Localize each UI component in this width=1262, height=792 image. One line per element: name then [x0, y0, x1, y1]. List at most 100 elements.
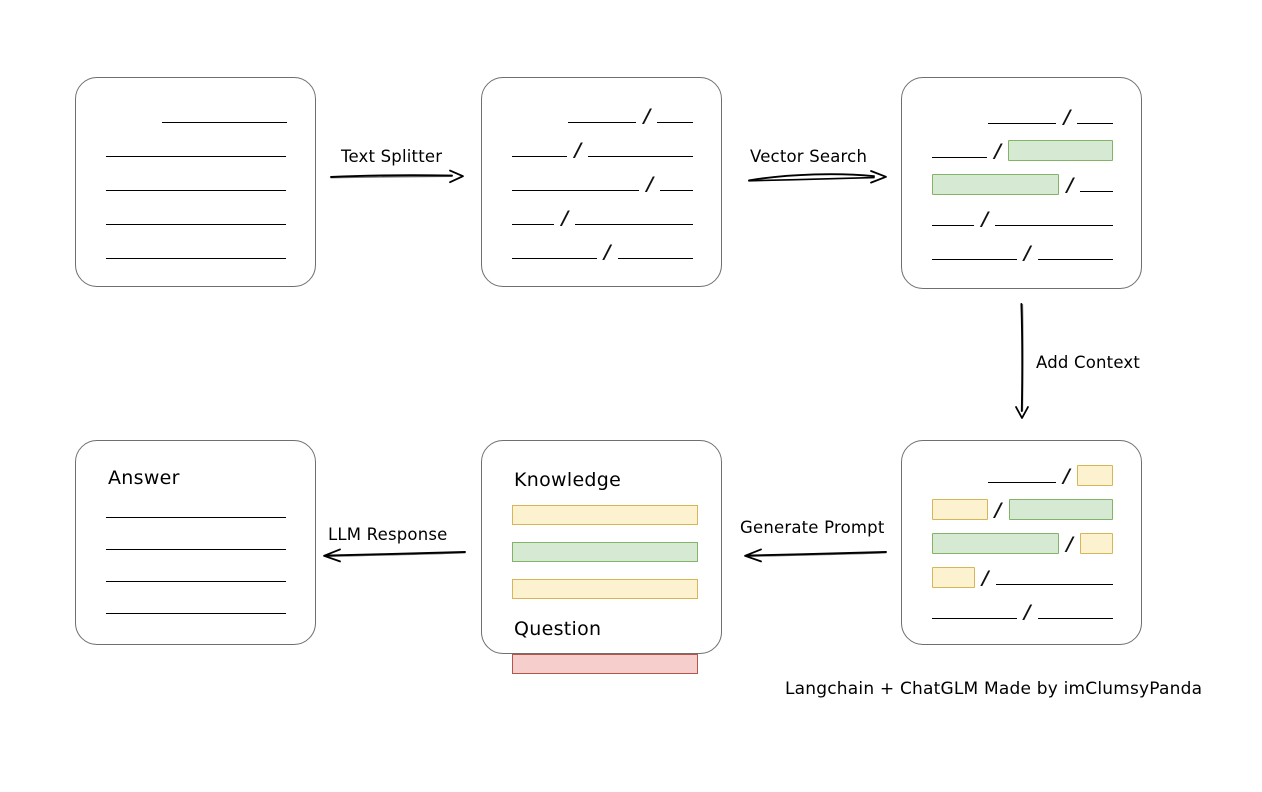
llm-response-label: LLM Response [328, 525, 448, 544]
text-line [106, 223, 286, 225]
text-line [932, 156, 988, 158]
answer-text-line [106, 613, 286, 614]
slash-separator: / [981, 207, 989, 230]
doc-row: / [932, 99, 1113, 133]
text-line [512, 189, 640, 191]
vector-search-label: Vector Search [750, 147, 868, 166]
prompt-bar-green [512, 542, 698, 562]
context-added-rows: / / / / / [902, 441, 1141, 644]
doc-row: / [932, 561, 1113, 595]
doc-row [106, 98, 287, 132]
text-line [995, 224, 1113, 226]
doc-row: / [932, 167, 1113, 201]
split-chunks-rows: / / / / / [482, 78, 721, 286]
slash-separator: / [981, 567, 989, 589]
vector-search-arrow [748, 168, 888, 188]
add-context-arrow [1013, 303, 1033, 419]
doc-row: / [932, 133, 1113, 167]
source-document-box [75, 77, 316, 287]
doc-row: / [512, 234, 693, 268]
text-line [657, 121, 693, 123]
slash-separator: / [994, 499, 1002, 521]
slash-separator: / [646, 172, 654, 195]
answer-content: Answer [76, 441, 315, 644]
text-line [617, 257, 693, 259]
doc-row: / [512, 166, 693, 200]
text-line [1037, 618, 1113, 619]
question-heading: Question [514, 618, 602, 640]
prompt-content: Knowledge Question [482, 441, 721, 674]
slash-separator: / [643, 104, 651, 127]
slash-separator: / [1066, 173, 1074, 196]
slash-separator: / [1063, 105, 1071, 128]
doc-row: / [512, 200, 693, 234]
text-line [575, 223, 693, 225]
knowledge-heading: Knowledge [514, 469, 622, 491]
llm-response-arrow [318, 545, 466, 565]
highlight-chip-yellow [932, 499, 988, 520]
vector-hits-box: / / / / / [901, 77, 1142, 289]
doc-row: / [932, 235, 1113, 269]
text-line [106, 189, 286, 191]
text-line [932, 258, 1017, 260]
doc-row: / [932, 595, 1113, 629]
answer-lines [106, 517, 287, 645]
doc-row: / [932, 493, 1113, 527]
text-line [512, 223, 555, 225]
slash-separator: / [994, 139, 1002, 162]
text-line [1037, 258, 1113, 260]
text-line [512, 155, 568, 157]
prompt-bar-red [512, 654, 698, 674]
prompt-box: Knowledge Question [481, 440, 722, 674]
text-line [1080, 190, 1113, 192]
vector-hits-rows: / / / / / [902, 78, 1141, 288]
doc-row: / [512, 132, 693, 166]
text-line [162, 121, 287, 123]
text-line [932, 618, 1017, 619]
slash-separator: / [574, 138, 582, 161]
text-line [588, 155, 693, 157]
text-line [106, 155, 286, 157]
text-line [660, 189, 693, 191]
text-line [1077, 122, 1113, 124]
doc-row [106, 234, 287, 268]
answer-box: Answer [75, 440, 316, 645]
slash-separator: / [603, 240, 611, 263]
slash-separator: / [1023, 601, 1031, 623]
doc-row [106, 132, 287, 166]
highlight-chip-green [1008, 499, 1113, 520]
doc-row: / [932, 527, 1113, 561]
text-line [988, 122, 1057, 124]
text-splitter-label: Text Splitter [341, 147, 443, 166]
split-chunks-box: / / / / / [481, 77, 722, 287]
highlight-chip-green [1008, 139, 1113, 161]
generate-prompt-label: Generate Prompt [740, 518, 885, 537]
diagram-caption: Langchain + ChatGLM Made by imClumsyPand… [785, 679, 1203, 699]
prompt-bar-yellow [512, 579, 698, 599]
prompt-bar-yellow [512, 505, 698, 525]
doc-row: / [932, 201, 1113, 235]
doc-row: / [512, 98, 693, 132]
highlight-chip-green [932, 173, 1060, 195]
answer-text-line [106, 549, 286, 550]
answer-text-line [106, 581, 286, 582]
doc-row [106, 200, 287, 234]
doc-row [106, 166, 287, 200]
source-document-rows [76, 78, 315, 286]
text-splitter-arrow [330, 168, 465, 186]
slash-separator: / [1063, 465, 1070, 487]
highlight-chip-yellow [1080, 533, 1113, 554]
slash-separator: / [561, 206, 569, 229]
text-line [512, 257, 597, 259]
text-line [106, 257, 286, 259]
add-context-label: Add Context [1036, 353, 1141, 372]
text-line [988, 482, 1057, 483]
generate-prompt-arrow [739, 545, 887, 565]
text-line [932, 224, 975, 226]
answer-heading: Answer [108, 467, 180, 489]
text-line [995, 584, 1113, 585]
knowledge-bars [512, 505, 698, 616]
answer-text-line [106, 517, 286, 518]
highlight-chip-yellow [1076, 465, 1113, 486]
highlight-chip-yellow [932, 567, 975, 588]
